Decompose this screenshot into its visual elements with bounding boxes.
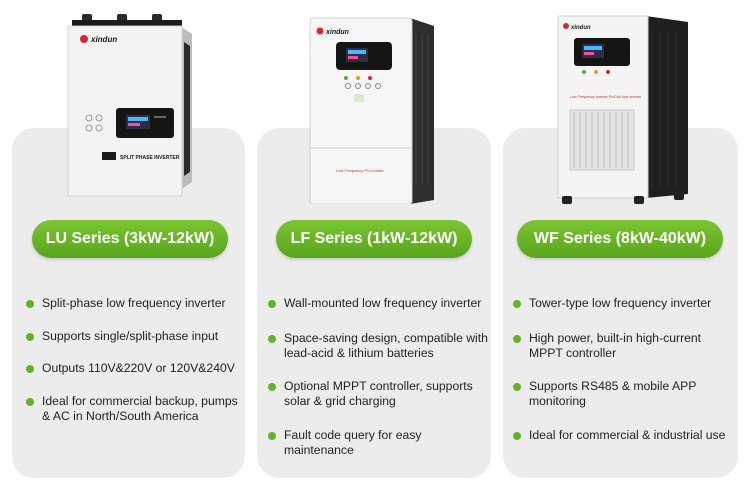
list-item: Split-phase low frequency inverter [26,296,226,311]
bullet-icon [26,333,34,341]
lf-device-print: Low Frequency Pv Inverter [336,168,384,173]
bullet-icon [26,365,34,373]
wf-series-label: WF Series (8kW-40kW) [517,220,723,258]
lu-logo-text: xindun [90,35,117,44]
lf-logo-text: xindun [325,29,349,36]
list-item: Supports RS485 & mobile APP monitoring [513,379,735,409]
bullet-icon [26,398,34,406]
bullet-icon [513,383,521,391]
lf-series-label: LF Series (1kW-12kW) [276,220,472,258]
list-item: Space-saving design, compatible with lea… [268,331,490,361]
list-item: Optional MPPT controller, supports solar… [268,379,490,409]
list-item: Outputs 110V&220V or 120V&240V [26,361,235,376]
bullet-icon [268,383,276,391]
list-item: Supports single/split-phase input [26,329,218,344]
lu-series-label: LU Series (3kW-12kW) [32,220,228,258]
bullet-icon [513,335,521,343]
list-item: High power, built-in high-current MPPT c… [513,331,735,361]
bullet-icon [26,300,34,308]
list-item: Ideal for commercial & industrial use [513,428,725,443]
list-item: Ideal for commercial backup, pumps & AC … [26,394,241,424]
bullet-icon [513,432,521,440]
list-item: Tower-type low frequency inverter [513,296,711,311]
bullet-icon [268,300,276,308]
bullet-icon [513,300,521,308]
lf-inverter-image: xindun Low Frequency Pv Inverter [309,17,434,204]
wf-logo-text: xindun [570,25,591,31]
lu-inverter-image: xindun SPLIT PHASE INVERTER [67,14,192,197]
bullet-icon [268,335,276,343]
wf-device-print: Low Frequency Inverter Pv/Grid Ups Inver… [570,95,642,99]
list-item: Wall-mounted low frequency inverter [268,296,481,311]
list-item: Fault code query for easy maintenance [268,428,490,458]
bullet-icon [268,432,276,440]
wf-inverter-image: xindun Low Frequency Inverter Pv/Grid Up… [557,15,688,204]
lu-device-print: SPLIT PHASE INVERTER [120,155,180,161]
